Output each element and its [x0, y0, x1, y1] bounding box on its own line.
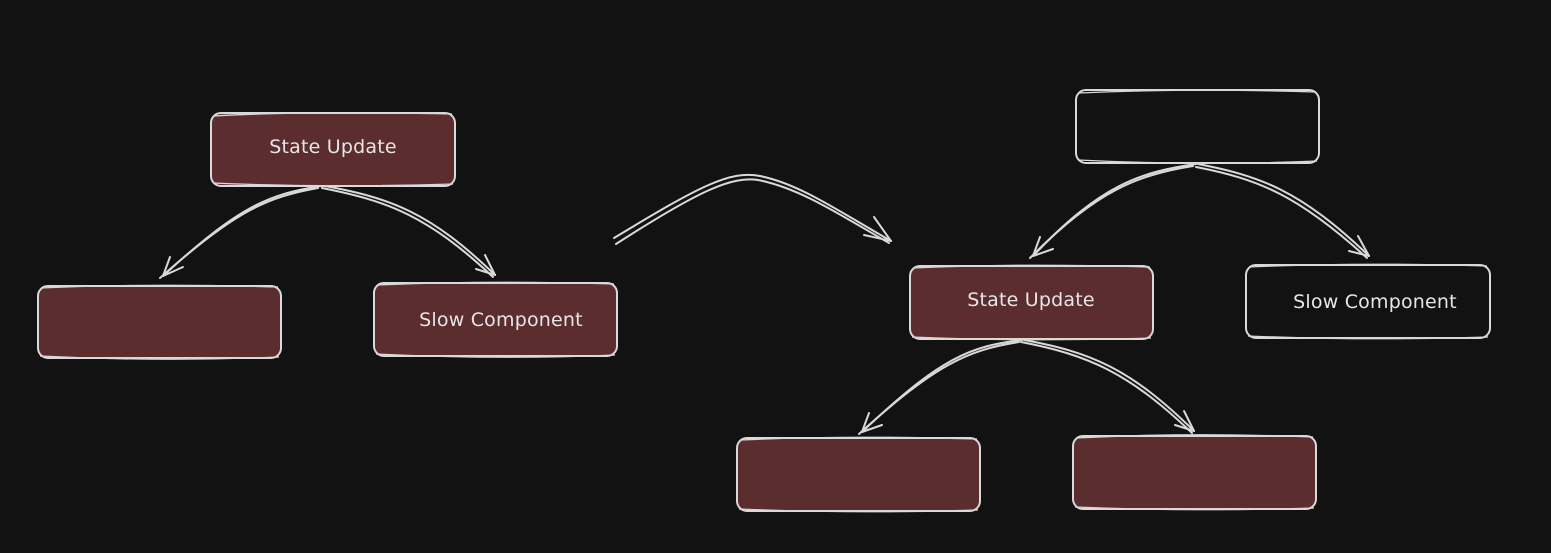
left-root-node: State Update: [210, 112, 456, 187]
left-child-right-box: [373, 282, 618, 357]
right-root-node: [1075, 89, 1320, 164]
right-child-left-box: [909, 265, 1154, 340]
right-child-left-node: State Update: [909, 264, 1154, 341]
right-child-right-label: Slow Component: [1293, 291, 1457, 313]
left-connector-to-left-child: [159, 185, 322, 279]
right-grandchild-left-node: [736, 436, 981, 513]
right-child-right-node: Slow Component: [1245, 263, 1491, 340]
right-grandchild-right-node: [1072, 434, 1317, 511]
left-child-left-box: [37, 285, 282, 359]
right-grandchild-left-box: [736, 437, 981, 512]
left-child-right-label: Slow Component: [419, 309, 583, 331]
left-tree: State Update Slow Component: [37, 112, 618, 360]
right-connector-root-to-left-child: [1029, 163, 1197, 259]
transition-arrow: [613, 173, 892, 245]
right-root-box: [1075, 89, 1320, 164]
left-root-label: State Update: [269, 136, 397, 158]
right-connector-to-grandchild-right: [1020, 339, 1195, 434]
left-connector-to-right-child: [321, 185, 496, 278]
right-child-left-label: State Update: [967, 289, 1095, 311]
right-tree: State Update Slow Component: [736, 89, 1491, 513]
right-connector-to-grandchild-left: [858, 339, 1023, 435]
right-grandchild-right-box: [1072, 435, 1317, 510]
right-connector-root-to-right-child: [1195, 163, 1370, 259]
left-child-left-node: [37, 284, 282, 360]
left-child-right-node: Slow Component: [373, 281, 618, 358]
right-child-right-box: [1245, 264, 1491, 339]
